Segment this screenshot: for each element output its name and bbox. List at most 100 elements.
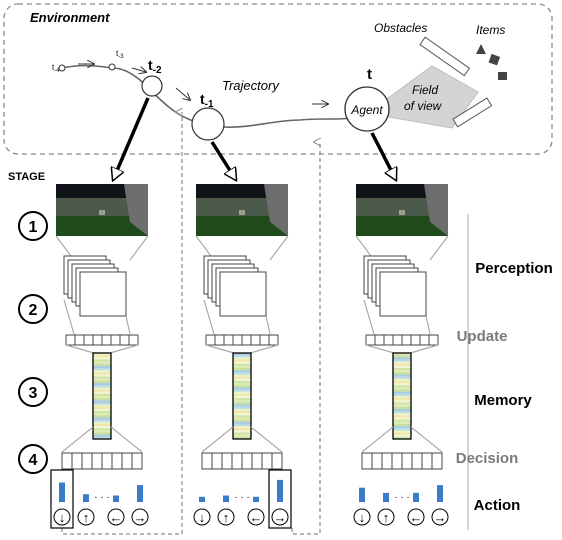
memory-stripe xyxy=(233,426,251,429)
memory-stripe xyxy=(393,415,411,418)
memory-stripe xyxy=(93,385,111,388)
memory-stripe xyxy=(93,393,111,396)
vector-cell xyxy=(232,334,243,346)
big-arrow-1 xyxy=(113,97,150,180)
memory-stripe xyxy=(393,383,411,386)
vector-cell xyxy=(214,334,225,346)
environment-title: Environment xyxy=(30,10,110,25)
memory-stripe xyxy=(93,387,111,390)
decision-cell xyxy=(261,452,273,470)
vector-cell xyxy=(401,334,412,346)
vector-cell xyxy=(128,334,139,346)
memory-stripe xyxy=(393,370,411,373)
memory-stripe xyxy=(233,368,251,371)
action-arrow-glyph: ↑ xyxy=(383,510,390,525)
frame-wall-right xyxy=(124,184,148,236)
memory-stripe xyxy=(93,365,111,369)
memory-stripe xyxy=(233,434,251,437)
node-t4 xyxy=(58,64,66,72)
memory-stripe xyxy=(233,361,251,364)
memory-stripe xyxy=(93,400,111,403)
fov-label-2: of view xyxy=(404,99,443,113)
memory-stripe xyxy=(233,398,251,401)
memory-stripe xyxy=(93,363,111,366)
decision-cell xyxy=(251,452,263,470)
memory-stripe xyxy=(393,365,411,369)
node-t2 xyxy=(141,75,163,97)
memory-stripe xyxy=(233,421,251,424)
stage-circle-2: 2 xyxy=(18,294,48,324)
memory-stripe xyxy=(233,413,251,416)
action-bar xyxy=(413,492,419,502)
action-bar xyxy=(199,496,205,502)
memory-stripe xyxy=(233,385,251,388)
memory-stripe xyxy=(233,380,251,384)
memory-stripe xyxy=(393,359,411,362)
item-square-2 xyxy=(498,72,507,80)
memory-stripe xyxy=(393,357,411,360)
flat-vector xyxy=(205,334,279,346)
vector-cell xyxy=(205,334,216,346)
funnel-lines xyxy=(65,344,139,354)
vector-cell xyxy=(259,334,270,346)
memory-stripe xyxy=(393,355,411,358)
memory-stripe xyxy=(393,372,411,375)
vector-cell xyxy=(65,334,76,346)
decision-cell xyxy=(271,452,283,470)
funnel-lines xyxy=(63,299,131,335)
action-arrow-glyph: → xyxy=(274,510,287,525)
action-arrow-circle xyxy=(407,508,425,526)
action-arrow-glyph: ← xyxy=(410,510,423,525)
decision-cell xyxy=(71,452,83,470)
funnel-lines xyxy=(363,299,431,335)
memory-stripe xyxy=(233,374,251,377)
frame-wall xyxy=(196,198,288,216)
frame-wall-right xyxy=(264,184,288,236)
stage-circle-3: 3 xyxy=(18,377,48,407)
vector-cell xyxy=(365,334,376,346)
big-arrow-3 xyxy=(370,132,398,180)
memory-stripe xyxy=(93,396,111,399)
memory-stripe xyxy=(93,426,111,429)
decision-cell xyxy=(211,452,223,470)
obstacle-1 xyxy=(419,36,471,77)
vector-cell xyxy=(101,334,112,346)
action-arrow-glyph: ← xyxy=(250,510,263,525)
decision-cell xyxy=(231,452,243,470)
funnel-lines xyxy=(361,426,443,453)
feedback-line-1 xyxy=(61,112,182,535)
node-t3 xyxy=(108,63,116,71)
action-bar xyxy=(83,494,89,502)
label-memory: Memory xyxy=(474,392,532,409)
action-arrow-circle xyxy=(247,508,265,526)
memory-stripe xyxy=(393,361,411,364)
decision-cell xyxy=(111,452,123,470)
label-action: Action xyxy=(474,497,521,514)
decision-cell xyxy=(391,452,403,470)
memory-stripe xyxy=(93,434,111,437)
memory-stripe xyxy=(93,398,111,401)
stage-circle-1: 1 xyxy=(18,211,48,241)
memory-stripe xyxy=(393,419,411,422)
decision-vector xyxy=(61,452,143,470)
memory-stripe xyxy=(393,434,411,437)
memory-stripe xyxy=(233,423,251,427)
memory-stripe xyxy=(233,372,251,375)
memory-stripe xyxy=(393,398,411,401)
memory-stripe xyxy=(233,383,251,386)
agent-label: Agent xyxy=(350,103,383,117)
stage-num-2: 2 xyxy=(29,302,38,319)
memory-stripe xyxy=(233,400,251,403)
frame-wall-right xyxy=(424,184,448,236)
memory-border xyxy=(92,352,112,440)
memory-stripe xyxy=(233,428,251,431)
selected-action-box xyxy=(268,469,292,529)
memory-stripe xyxy=(393,363,411,366)
memory-stripe xyxy=(393,408,411,412)
memory-stripe xyxy=(93,372,111,375)
traj-arrow-3 xyxy=(175,87,190,100)
decision-cell xyxy=(91,452,103,470)
action-arrow-glyph: ↓ xyxy=(359,510,366,525)
memory-stripe xyxy=(393,393,411,396)
action-output: ↓↑←→· · · xyxy=(50,469,149,529)
